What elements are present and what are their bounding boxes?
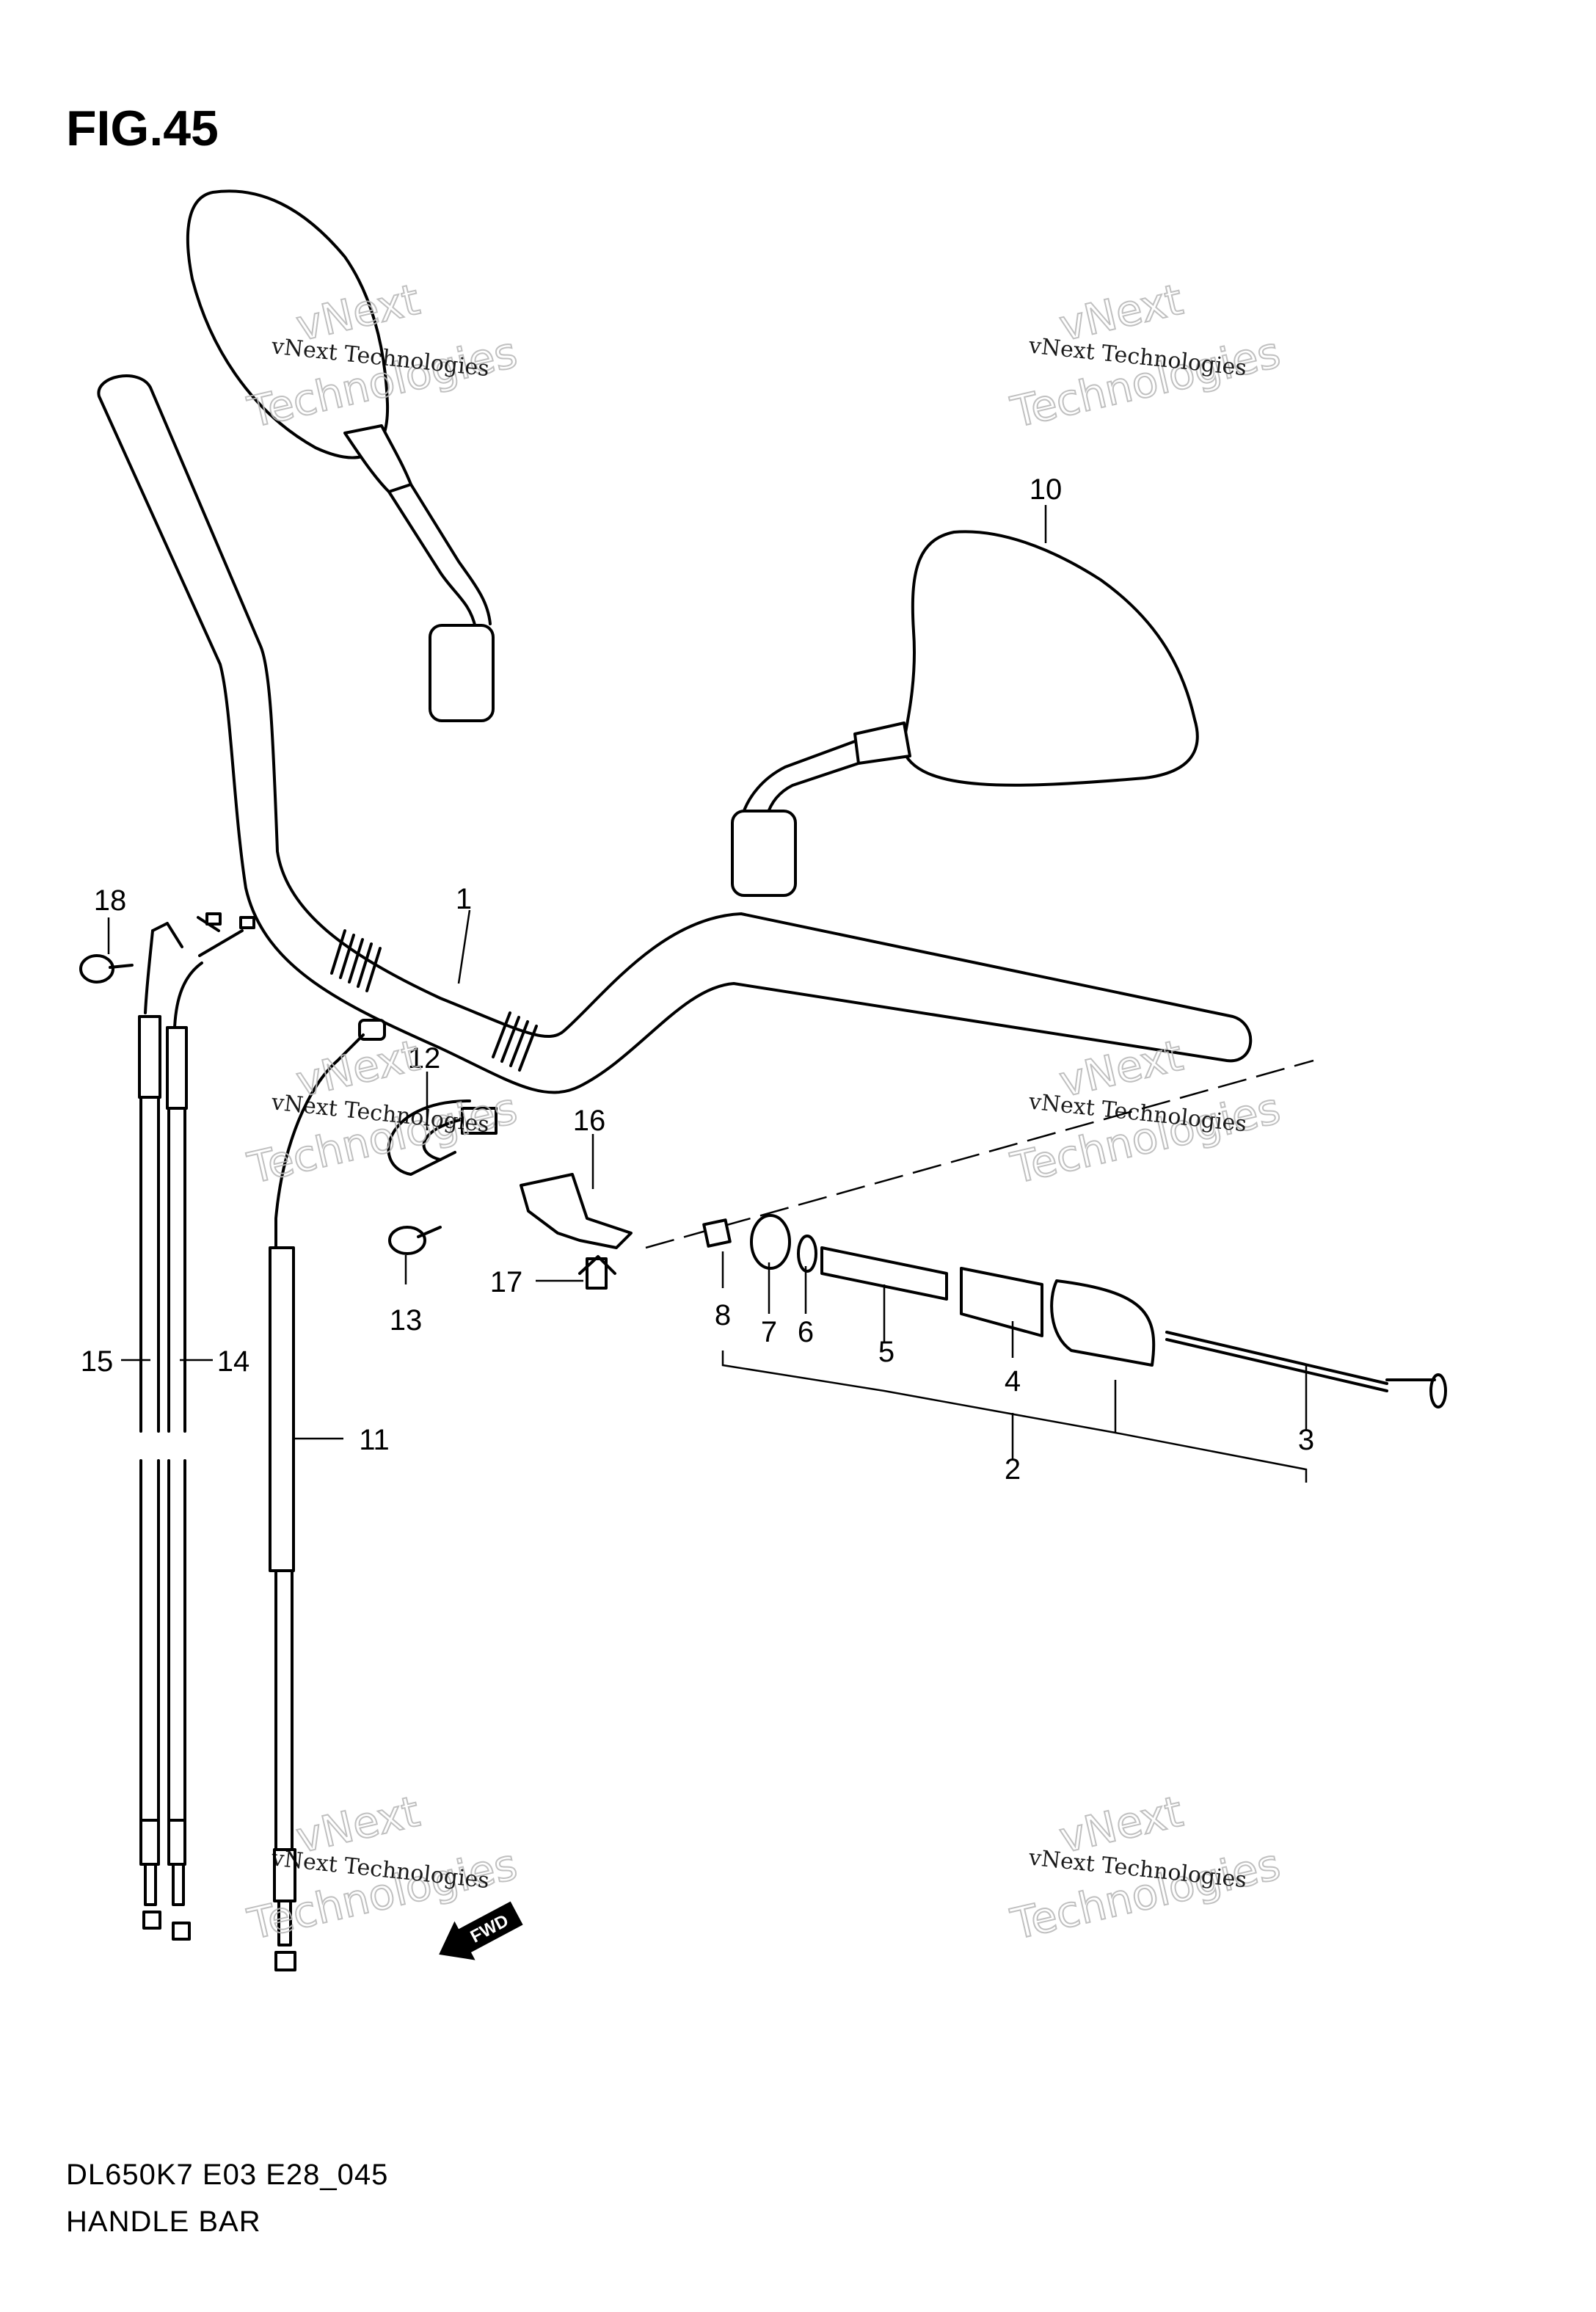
small-fittings	[79, 954, 633, 1290]
left-mirror	[186, 189, 495, 722]
callout-leaders	[107, 505, 1308, 1483]
callout-4: 4	[1005, 1365, 1021, 1397]
callout-16: 16	[573, 1105, 606, 1137]
callout-7: 7	[761, 1316, 777, 1348]
callout-11: 11	[359, 1424, 390, 1456]
callout-3: 3	[1298, 1424, 1314, 1456]
figure-title: FIG.45	[66, 101, 219, 156]
callout-13: 13	[390, 1304, 423, 1337]
callout-12: 12	[408, 1042, 441, 1075]
callout-14: 14	[217, 1345, 250, 1378]
clutch-cable	[269, 1019, 386, 1971]
throttle-cables	[138, 912, 255, 1941]
callout-labels: 1 2 3 4 5 6 7 8 10 11 12 13 14 15 16 17 …	[81, 473, 1314, 1486]
right-mirror	[731, 530, 1199, 897]
bar-end-assembly	[645, 1059, 1447, 1408]
section-name: HANDLE BAR	[66, 2206, 261, 2238]
callout-2: 2	[1005, 1453, 1021, 1486]
callout-5: 5	[878, 1336, 894, 1368]
model-code: DL650K7 E03 E28_045	[66, 2159, 388, 2191]
callout-10: 10	[1030, 473, 1063, 506]
callout-1: 1	[456, 883, 472, 915]
callout-8: 8	[715, 1299, 731, 1331]
watermarks: vNext Technologies vNext Technologies vN…	[242, 274, 1285, 1950]
callout-6: 6	[798, 1316, 814, 1348]
callout-17: 17	[490, 1266, 523, 1298]
callout-18: 18	[94, 884, 127, 917]
handlebar	[97, 374, 1253, 1094]
callout-15: 15	[81, 1345, 114, 1378]
